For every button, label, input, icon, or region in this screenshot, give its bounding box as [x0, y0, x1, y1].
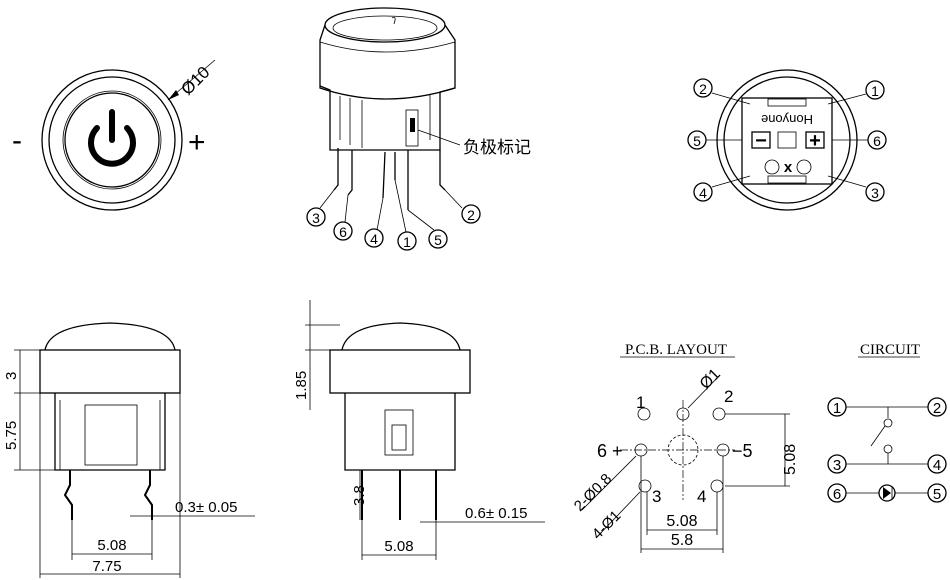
pin-callout: 1 [397, 231, 417, 251]
svg-text:6: 6 [833, 486, 841, 503]
pin-callout: 1 [865, 80, 885, 100]
pcb-layout-title: P.C.B. LAYOUT [625, 342, 727, 358]
svg-text:2: 2 [467, 207, 475, 223]
side-view-2: 1.85 3.8 0.6± 0.15 5.08 [293, 300, 545, 560]
pin-callout: 1 [827, 397, 847, 417]
bottom-view: Honyone − + x 2 1 5 6 4 3 [687, 69, 887, 211]
pin-callout: 3 [306, 207, 326, 227]
hole-diameter-label: Ø1 [697, 366, 724, 393]
svg-text:2: 2 [933, 400, 941, 417]
polarity-mark-label: 负极标记 [463, 138, 531, 157]
dim-pitch: 5.08 [384, 538, 413, 555]
pin-callout: 5 [927, 483, 947, 503]
led-holes-label: 2-Ø0.8 [571, 470, 615, 514]
pcb-layout: P.C.B. LAYOUT 1 2 6 + −5 3 4 Ø1 5.08 5.0… [571, 342, 799, 553]
pin-callout: 5 [428, 229, 448, 249]
dim-pin-thickness: 0.3± 0.05 [175, 499, 237, 516]
pin-label: 1 [636, 393, 645, 412]
svg-text:5: 5 [434, 232, 442, 248]
svg-text:3: 3 [312, 210, 320, 226]
pin-callout: 4 [927, 454, 947, 474]
led-diode-icon [878, 484, 896, 502]
dim-span: 5.8 [671, 532, 693, 549]
pin-callout: 3 [865, 182, 885, 202]
pin-callout: 2 [693, 78, 713, 98]
plus-label: + [188, 126, 206, 159]
pin-label: 3 [652, 487, 661, 506]
dim-pin-length: 3.8 [351, 485, 368, 506]
pin-callout: 5 [687, 130, 707, 150]
svg-text:1: 1 [833, 400, 841, 417]
dim-vertical: 5.08 [782, 444, 799, 475]
x-mark: x [784, 159, 793, 176]
pin-callout: 3 [827, 454, 847, 474]
dim-pitch: 5.08 [97, 537, 126, 554]
svg-text:6: 6 [339, 224, 347, 240]
pin-callout: 6 [867, 130, 887, 150]
pin-callout: 4 [364, 228, 384, 248]
svg-text:6: 6 [873, 133, 881, 149]
pin-callout: 6 [333, 221, 353, 241]
pin-label: −5 [732, 441, 753, 461]
dim-pitch: 5.08 [666, 513, 697, 530]
dim-width: 7.75 [92, 558, 121, 575]
svg-text:4: 4 [699, 185, 707, 201]
pin-callout: 6 [827, 483, 847, 503]
minus-label: - [12, 124, 22, 157]
power-icon [88, 109, 136, 167]
brand-label: Honyone [761, 112, 813, 127]
svg-text:2: 2 [699, 81, 707, 97]
pin-label: 4 [697, 487, 706, 506]
svg-text:1: 1 [403, 234, 411, 250]
pin-label: 2 [724, 387, 733, 406]
svg-text:4: 4 [933, 457, 941, 474]
diameter-label: Ø10 [177, 63, 213, 99]
svg-text:4: 4 [370, 231, 378, 247]
pin-callout: 4 [693, 182, 713, 202]
side-view-1: 3 5.75 0.3± 0.05 5.08 7.75 [3, 322, 255, 578]
svg-text:5: 5 [693, 133, 701, 149]
svg-text:5: 5 [933, 486, 941, 503]
dim-cap-height: 1.85 [293, 371, 310, 400]
dim-pin-width: 0.6± 0.15 [465, 505, 527, 522]
pin-label: 6 + [597, 441, 623, 461]
circuit-title: CIRCUIT [860, 342, 920, 358]
svg-text:3: 3 [833, 457, 841, 474]
svg-text:1: 1 [871, 83, 879, 99]
pin-callout: 2 [927, 397, 947, 417]
switch-holes-label: 4-Ø1 [589, 507, 625, 543]
front-view: - + Ø10 [12, 59, 216, 211]
pin-callout: 2 [461, 204, 481, 224]
dim-cap-height: 3 [3, 372, 20, 380]
circuit-diagram: CIRCUIT 1 2 3 4 6 5 [827, 342, 947, 503]
svg-text:3: 3 [871, 185, 879, 201]
plus-mark: + [809, 130, 821, 152]
dim-body-height: 5.75 [3, 421, 20, 450]
minus-mark: − [755, 130, 767, 152]
iso-view: 负极标记 3 6 4 1 5 2 [306, 7, 531, 251]
